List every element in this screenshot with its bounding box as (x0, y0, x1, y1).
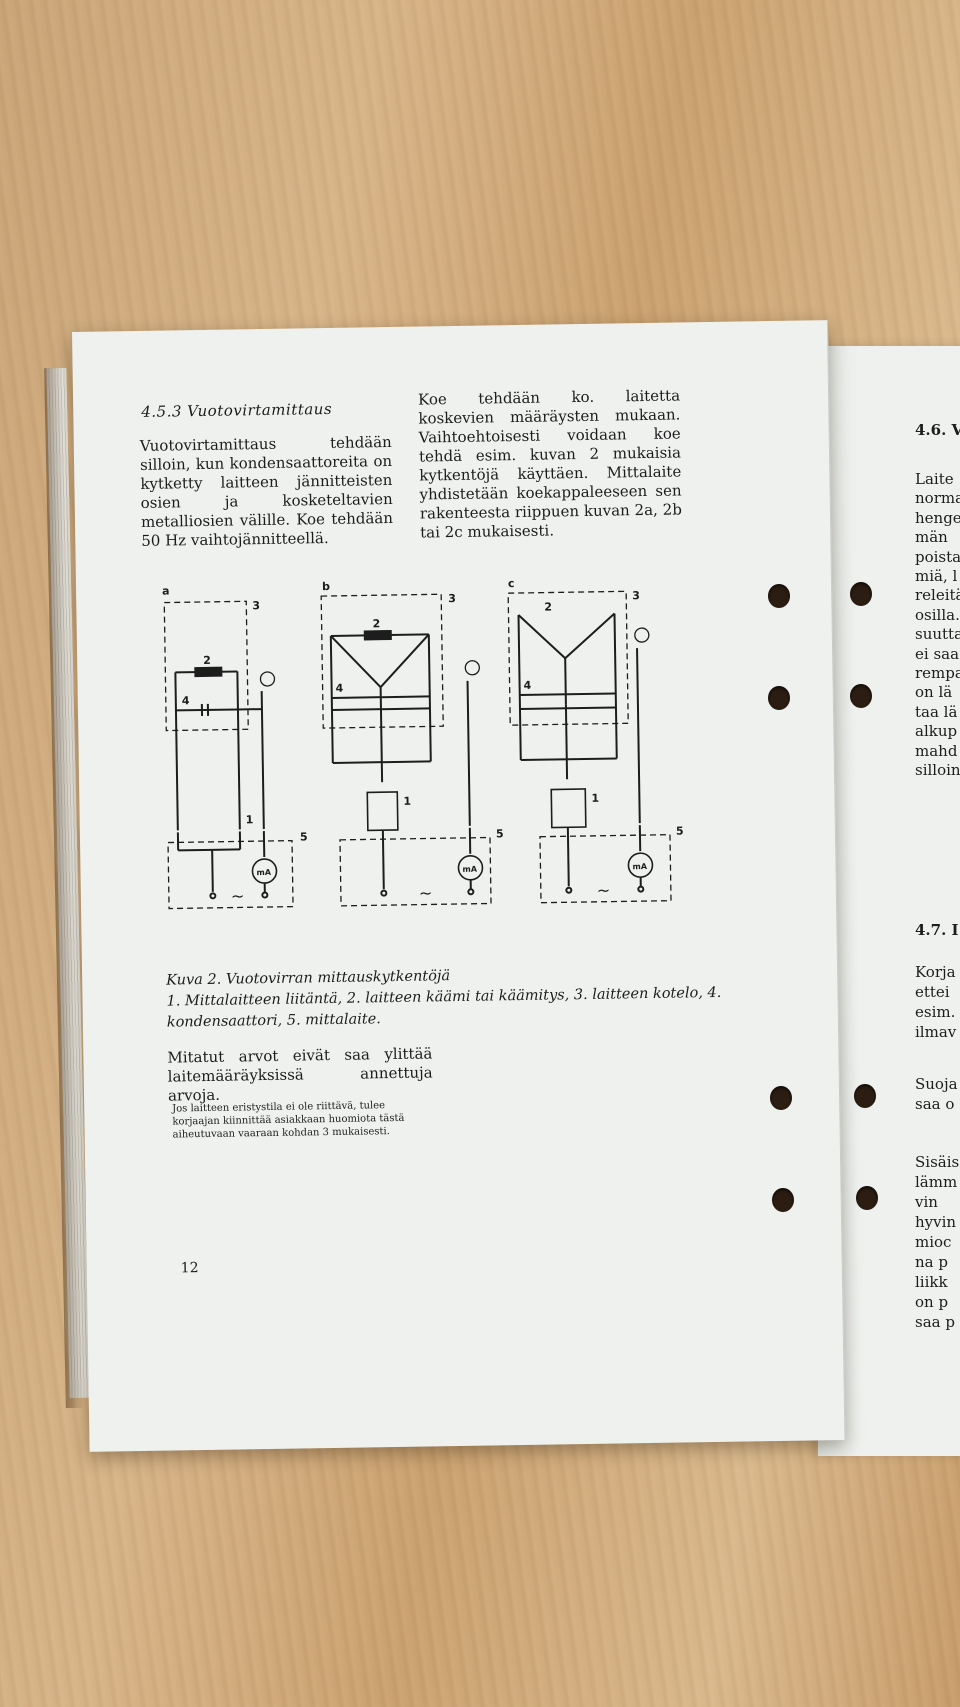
label-5-a: 5 (300, 830, 308, 843)
right-line: Sisäis (915, 1153, 960, 1171)
binder-hole (770, 1086, 792, 1110)
circuit-diagram: a b c 2 3 4 1 5 2 3 4 1 5 2 3 4 1 5 mA m… (162, 577, 684, 910)
label-3-b: 3 (448, 592, 456, 605)
right-heading-4-6: 4.6. V (915, 421, 960, 439)
right-line: Suoja (915, 1075, 958, 1093)
figure-caption-body: 1. Mittalaitteen liitäntä, 2. laitteen k… (166, 984, 722, 1031)
right-line: liikk (915, 1273, 948, 1291)
binder-hole (850, 582, 872, 606)
right-heading-4-7: 4.7. I (915, 921, 959, 939)
binder-hole (768, 686, 790, 710)
right-line: miä, l (915, 567, 958, 586)
right-line: alkup (915, 722, 958, 741)
binder-hole (856, 1186, 878, 1210)
panel-label-a: a (162, 585, 170, 598)
label-1-b: 1 (403, 795, 411, 808)
section-heading: 4.5.3 Vuotovirtamittaus (141, 399, 333, 421)
right-line: na p (915, 1253, 948, 1271)
right-line: henge (915, 508, 960, 527)
binder-hole (772, 1188, 794, 1212)
meter-label-b: mA (462, 865, 477, 874)
right-line: ei saa (915, 644, 960, 663)
right-line: suutta (915, 625, 960, 644)
paragraph-intro: Vuotovirtamittaus tehdään silloin, kun k… (139, 432, 394, 550)
ac-symbol-a: ~ (231, 886, 245, 905)
right-block-3: Suoja saa o (915, 1074, 958, 1114)
meter-label-a: mA (256, 868, 271, 877)
label-3-c: 3 (632, 589, 640, 602)
ac-symbol-c: ~ (597, 881, 611, 900)
right-line: taa lä (915, 702, 958, 721)
right-line: ilmav (915, 1023, 957, 1041)
label-1-c: 1 (591, 792, 599, 805)
right-line: Laite (915, 470, 954, 488)
right-line: saa p (915, 1313, 955, 1331)
paragraph-limits: Mitatut arvot eivät saa ylittää laitemää… (167, 1044, 433, 1105)
right-line: on p (915, 1293, 949, 1311)
label-4-c: 4 (524, 679, 532, 692)
label-2-a: 2 (203, 654, 211, 667)
right-line: lämm (915, 1173, 958, 1191)
right-line: mahd (915, 741, 958, 760)
right-line: silloin (915, 761, 960, 780)
panel-label-c: c (508, 577, 515, 590)
right-line: vin (915, 1193, 938, 1211)
right-line: poista (915, 547, 960, 566)
binder-hole (854, 1084, 876, 1108)
label-3-a: 3 (252, 599, 260, 612)
right-line: osilla. (915, 605, 960, 624)
label-5-c: 5 (676, 824, 684, 837)
panel-label-b: b (322, 580, 330, 593)
label-4-b: 4 (336, 682, 344, 695)
label-4-a: 4 (182, 694, 190, 707)
right-line: on lä (915, 683, 953, 702)
right-line: rempa (915, 664, 960, 683)
paragraph-procedure: Koe tehdään ko. laitetta koskevien määrä… (417, 386, 683, 542)
right-line: hyvin (915, 1213, 957, 1231)
binder-hole (768, 584, 790, 608)
right-block-2: Korja ettei esim. ilmav (915, 962, 956, 1042)
right-line: releitä (915, 586, 960, 605)
label-5-b: 5 (496, 827, 504, 840)
right-line: Korja (915, 963, 956, 981)
binder-hole (850, 684, 872, 708)
label-2-c: 2 (544, 600, 552, 613)
right-line: mioc (915, 1233, 952, 1251)
right-line: män (915, 528, 948, 547)
right-line: ettei (915, 983, 950, 1001)
right-line: saa o (915, 1095, 955, 1113)
left-page: 4.5.3 Vuotovirtamittaus Vuotovirtamittau… (72, 320, 846, 1452)
label-2-b: 2 (373, 617, 381, 630)
right-line: esim. (915, 1003, 956, 1021)
ac-symbol-b: ~ (419, 883, 433, 902)
right-line: norma (915, 489, 960, 508)
label-1-a: 1 (246, 813, 254, 826)
right-block-4: Sisäis lämm vin hyvin mioc na p liikk on p saa p (915, 1152, 959, 1332)
page-number: 12 (180, 1260, 199, 1277)
note-insulation: Jos laitteen eristystila ei ole riittävä… (172, 1100, 405, 1141)
meter-label-c: mA (632, 862, 647, 871)
